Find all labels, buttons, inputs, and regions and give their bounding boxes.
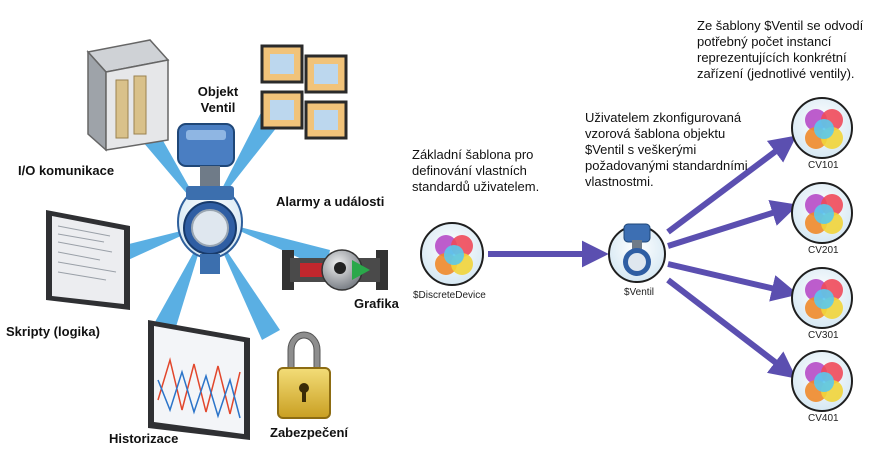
arrow-to-cv401: [666, 277, 797, 379]
label-alarms: Alarmy a události: [276, 194, 385, 209]
ventil-template-label: $Ventil: [624, 287, 655, 298]
instance-ball-cv401[interactable]: [791, 350, 853, 412]
instance-label-cv301: CV301: [808, 330, 839, 341]
label-scripts: Skripty (logika): [6, 324, 100, 339]
label-io: I/O komunikace: [18, 163, 115, 178]
padlock-icon: [277, 331, 331, 419]
ventil-template-note: Uživatelem zkonfigurovaná vzorová šablon…: [585, 110, 748, 189]
label-security: Zabezpečení: [270, 425, 349, 440]
valve-object-icon[interactable]: [177, 123, 243, 274]
instance-label-cv401: CV401: [808, 413, 839, 424]
label-history: Historizace: [109, 431, 179, 446]
io-rack-icon: [86, 39, 170, 152]
instances-note: Ze šablony $Ventil se odvodí potřebný po…: [697, 18, 864, 81]
flow-arrows: [488, 135, 799, 379]
label-graphics: Grafika: [354, 296, 399, 311]
discretedevice-template-icon[interactable]: [420, 222, 484, 286]
alarm-panels-icon: [260, 44, 348, 140]
arrow-to-cv201: [667, 200, 799, 249]
pipe-graphic-icon: [282, 249, 388, 291]
ventil-template-icon[interactable]: [608, 223, 666, 283]
instance-label-cv201: CV201: [808, 245, 839, 256]
base-template-note: Základní šablona pro definování vlastníc…: [412, 147, 540, 194]
hub-title: Objekt Ventil: [190, 84, 246, 116]
instance-label-cv101: CV101: [808, 160, 839, 171]
ray-security: [214, 232, 280, 340]
hub-title-line1: Objekt: [197, 84, 239, 99]
instance-ball-cv201[interactable]: [791, 182, 853, 244]
ray-history: [155, 232, 205, 330]
history-monitor-icon: [148, 320, 250, 440]
instance-ball-cv301[interactable]: [791, 267, 853, 329]
base-template-label: $DiscreteDevice: [413, 290, 486, 301]
instance-ball-cv101[interactable]: [791, 97, 853, 159]
arrow-to-cv101: [666, 135, 797, 235]
arrow-to-cv301: [667, 261, 799, 302]
script-monitor-icon: [46, 210, 130, 310]
hub-title-line2: Ventil: [200, 100, 236, 115]
